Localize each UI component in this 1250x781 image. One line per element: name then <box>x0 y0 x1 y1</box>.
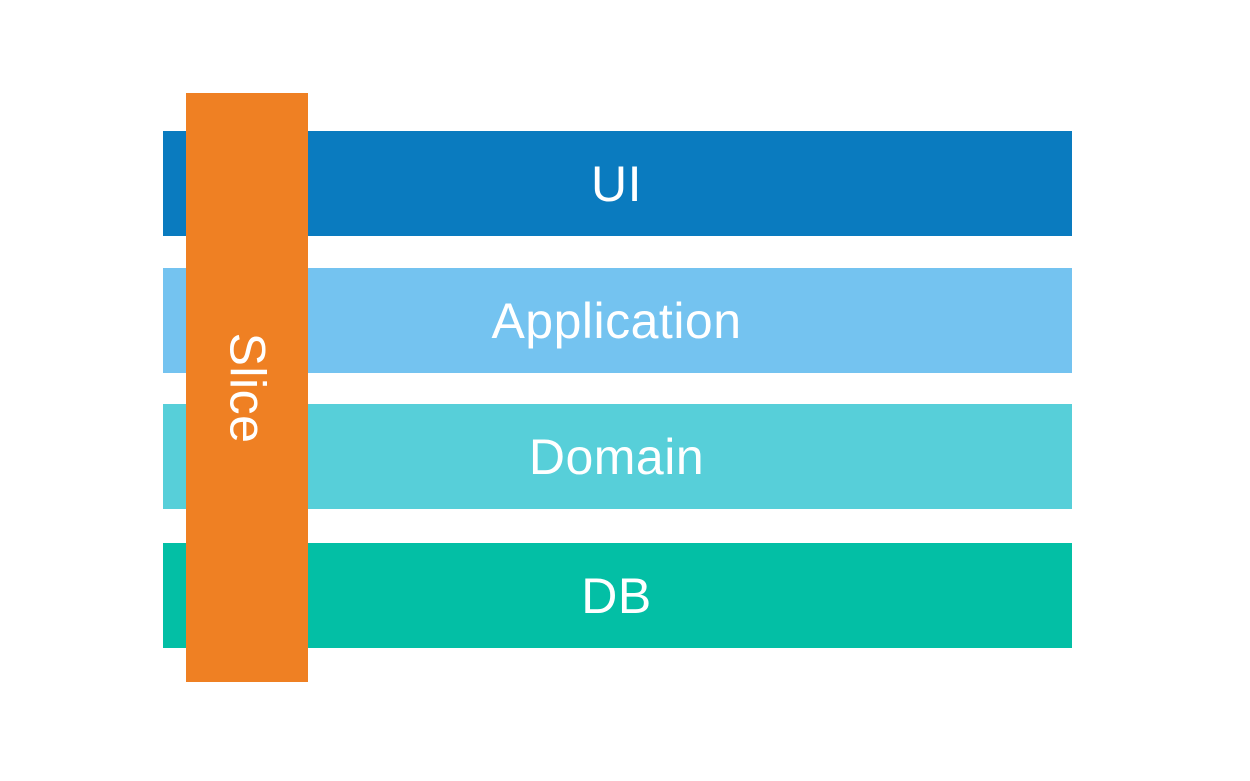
layer-label-application: Application <box>491 292 742 349</box>
layer-label-domain: Domain <box>528 428 705 485</box>
vertical-slice-bar: Slice <box>186 93 308 682</box>
layer-bar-application: Application <box>163 268 1072 373</box>
layer-label-db: DB <box>581 567 652 624</box>
layer-bar-ui: UI <box>163 131 1072 236</box>
layer-bar-db: DB <box>163 543 1072 648</box>
layer-bar-domain: Domain <box>163 404 1072 509</box>
layer-label-ui: UI <box>591 155 642 212</box>
vertical-slice-label: Slice <box>219 332 275 443</box>
